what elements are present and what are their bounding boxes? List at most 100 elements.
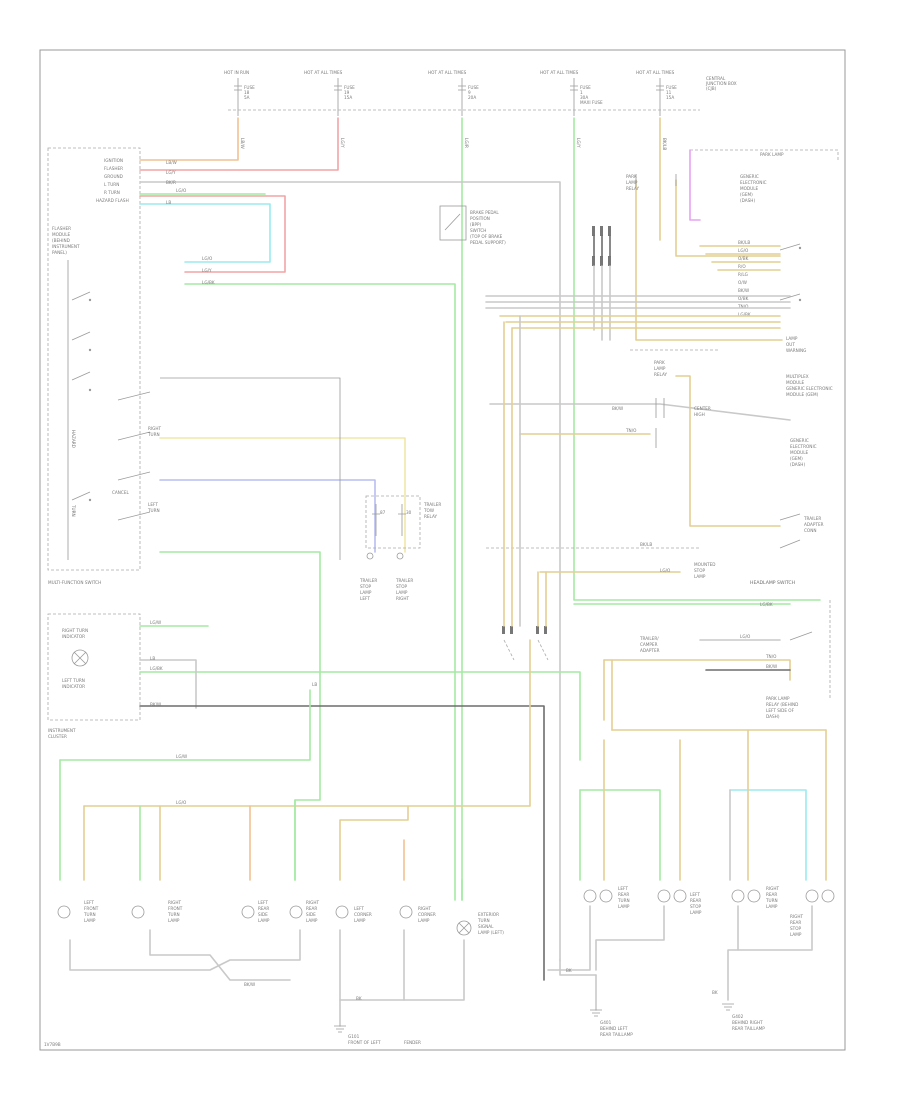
mfs-wire-label-3: LG/Y (202, 268, 212, 273)
bulb-9-l4: LAMP (690, 910, 702, 915)
left-turn-label-2: TURN (147, 508, 160, 513)
mfs-pin-label-5: R TURN (104, 190, 120, 195)
trailer-conn-1: TRAILER/ (639, 636, 659, 641)
mfs-side-turn-1: TURN (71, 504, 76, 517)
gem-label-3: MODULE (740, 186, 759, 191)
fuse-11-header: HOT AT ALL TIMES (636, 70, 675, 75)
bulb-5-l1: LEFT (354, 906, 364, 911)
fuse-1-header: HOT AT ALL TIMES (540, 70, 579, 75)
bulb-2-l2: FRONT (168, 906, 183, 911)
gem-area: PARK LAMP GENERIC ELECTRONIC MODULE (GEM… (485, 149, 839, 700)
mfs-wire-label-lbw: LB/W (166, 160, 177, 165)
fuse-1-type: MAXI FUSE (580, 100, 603, 105)
fuse-11-number: 11 (666, 90, 672, 95)
lamp-left-rear-side: LEFT REAR SIDE LAMP (241, 900, 270, 923)
fuse-wire-color-4: LG/Y (576, 138, 581, 148)
ground-wire-1: BK/W (244, 982, 255, 987)
bulb-5-l3: LAMP (354, 918, 366, 923)
cjb-label-3: (CJB) (706, 86, 717, 91)
fuse-19-amps: 15A (344, 95, 352, 100)
bulb-11-l1: RIGHT (790, 914, 804, 919)
ic-wire-1: LG/W (150, 620, 161, 625)
bulb-8-l1: LEFT (618, 886, 628, 891)
gem-label-2: ELECTRONIC (740, 180, 767, 185)
bulb-7-l3: SIGNAL (478, 924, 494, 929)
bpp-switch: BRAKE PEDAL POSITION (BPP) SWITCH (TOP O… (439, 205, 506, 245)
trailer-stop-right-3: LAMP (396, 590, 408, 595)
cjb-label-1: CENTRAL (706, 76, 726, 81)
park-lamp-relay-1: PARK (654, 360, 665, 365)
lamp-left-rear-stop: LEFT REAR STOP LAMP (657, 889, 702, 915)
gem-park-2: MODULE (GEM) (786, 392, 819, 397)
fuse-19-number: 19 (344, 90, 350, 95)
trailer-conn-2: CAMPER (640, 642, 658, 647)
ic-label-1: RIGHT TURN (62, 628, 88, 633)
hl-wire-1: LG/BK (760, 602, 773, 607)
ic-label-2: INDICATOR (62, 634, 85, 639)
trailer-adapter-3: CONN (804, 528, 817, 533)
lamp-right-rear-side: RIGHT REAR SIDE LAMP (289, 900, 320, 923)
headlamp-switch-title: HEADLAMP SWITCH (750, 580, 795, 586)
fuse-18-header: HOT IN RUN (224, 70, 249, 75)
fuse-row: HOT IN RUN FUSE 18 5A HOT AT ALL TIMES F… (224, 70, 737, 116)
ground-g402-3: REAR TAILLAMP (732, 1026, 765, 1031)
park-relay-label-2: LAMP (626, 180, 638, 185)
trailer-adapter-2: ADAPTER (804, 522, 824, 527)
fuse-18-label: FUSE (244, 85, 255, 90)
mfs-pin-label-1: IGNITION (104, 158, 123, 163)
center-1: CENTER (694, 406, 711, 411)
bulb-10-l4: LAMP (766, 904, 778, 909)
gem-label-4: (GEM) (740, 192, 753, 197)
lamp-right-corner: RIGHT CORNER LAMP (399, 905, 436, 923)
bpp-label-3: (BPP) (470, 222, 482, 227)
bulb-6-l2: CORNER (418, 912, 436, 917)
bulb-6-l1: RIGHT (418, 906, 432, 911)
hl-stop-3: LAMP (694, 574, 706, 579)
harness-wire-3: LB (312, 682, 317, 687)
mfs-side-hazard-1: HAZARD (71, 430, 76, 448)
gem-wire-3: BK/LB (640, 542, 652, 547)
hl-pin-6: O/W (738, 280, 747, 285)
ic-label-3: LEFT TURN (62, 678, 85, 683)
mfs-pin-label-2: FLASHER (104, 166, 123, 171)
bulb-7-l1: EXTERIOR (478, 912, 499, 917)
fuse-11-amps: 15A (666, 95, 674, 100)
ground-g402-1: G402 (732, 1014, 744, 1019)
hl-pin-7: BK/W (738, 288, 749, 293)
left-turn-label-1: LEFT (148, 502, 158, 507)
bulb-11-l2: REAR (790, 920, 801, 925)
mfs-pin-label-6: HAZARD FLASH (96, 198, 129, 203)
gem-park-1: GENERIC ELECTRONIC (786, 386, 833, 391)
bulb-10-l2: REAR (766, 892, 777, 897)
mfs-wires: LG/O LG/O LG/Y LG/BK LB/W LG/Y BK/R LB (139, 160, 561, 961)
lamp-right-rear-stop: RIGHT REAR STOP LAMP (790, 889, 835, 937)
hl-pin-8: O/BK (738, 296, 749, 301)
multiplex-2: MODULE (786, 380, 805, 385)
trailer-adapter: TRAILER/ CAMPER ADAPTER LG/O TN/O BK/W P… (603, 631, 813, 719)
lower-connectors (502, 315, 613, 731)
gem-title-1: PARK LAMP (760, 152, 784, 157)
lamp-exterior-turn: EXTERIOR TURN SIGNAL LAMP (LEFT) (456, 912, 504, 936)
fuse-1-amps: 30A (580, 95, 588, 100)
bulb-1-l4: LAMP (84, 918, 96, 923)
cancel-label: CANCEL (112, 490, 129, 495)
harness-wire-1: LG/O (176, 800, 187, 805)
fuse-11-label: FUSE (666, 85, 677, 90)
trailer-relay-pin-2: 30 (406, 510, 412, 515)
fuse-19-header: HOT AT ALL TIMES (304, 70, 343, 75)
gem-right-3: MODULE (790, 450, 809, 455)
trailer-relay-label-1: TRAILER (423, 502, 441, 507)
fuse-wire-color-5: BK/LB (662, 138, 667, 150)
connector-block (592, 226, 611, 266)
trailer-stop-right-1: TRAILER (395, 578, 413, 583)
gem-wire-2: TN/O (625, 428, 637, 433)
trailer-tow-relays: 87 30 TRAILER TOW RELAY TRAILER STOP LAM… (359, 495, 441, 601)
harness-wire-2: LG/W (176, 754, 187, 759)
hl-stop-1: MOUNTED (694, 562, 716, 567)
fuse-9-number: 9 (468, 90, 471, 95)
bulb-4-l4: LAMP (306, 918, 318, 923)
fuse-wire-color-1: LB/W (240, 138, 245, 149)
bulb-2-l1: RIGHT (168, 900, 182, 905)
bulb-1-l2: FRONT (84, 906, 99, 911)
fuse-9-label: FUSE (468, 85, 479, 90)
